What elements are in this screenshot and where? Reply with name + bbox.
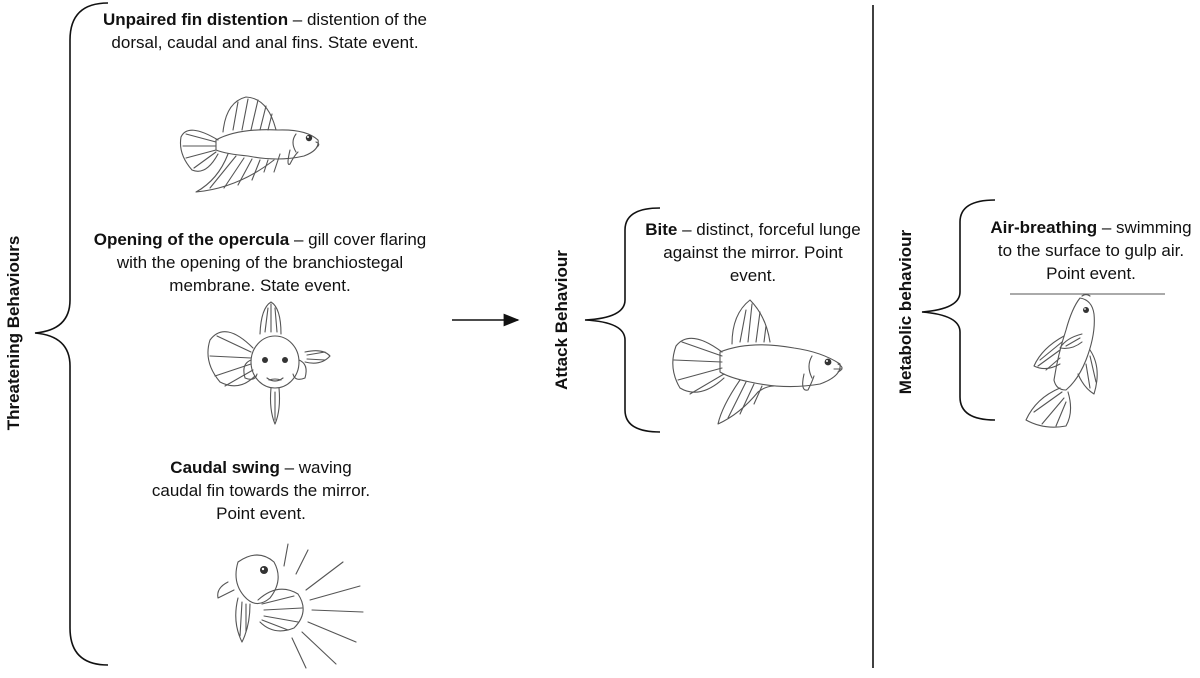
unpaired-fin-distention-description: Unpaired fin distention – distention of …	[100, 8, 430, 54]
behaviour-title: Opening of the opercula	[93, 230, 290, 249]
threatening-brace	[34, 2, 109, 666]
bite-description: Bite – distinct, forceful lunge against …	[643, 218, 863, 287]
behaviour-title: Air-breathing	[990, 218, 1098, 237]
opening-of-opercula-description: Opening of the opercula – gill cover fla…	[85, 228, 435, 297]
behaviour-text: – waving caudal fin towards the mirror. …	[151, 458, 371, 523]
behaviour-text: – distinct, forceful lunge against the m…	[663, 220, 861, 285]
metabolic-brace	[921, 199, 996, 421]
behaviour-text: – swimming to the surface to gulp air. P…	[997, 218, 1192, 283]
attack-brace	[584, 207, 661, 433]
behaviour-title: Unpaired fin distention	[102, 10, 289, 29]
fish-fin-distention-illustration	[178, 92, 326, 196]
caudal-swing-description: Caudal swing – waving caudal fin towards…	[150, 456, 372, 525]
behaviour-text: – distention of the dorsal, caudal and a…	[111, 10, 428, 52]
behaviour-text: – gill cover flaring with the opening of…	[116, 230, 427, 295]
behaviour-title: Bite	[645, 220, 678, 239]
fish-bite-illustration	[670, 296, 848, 426]
threatening-group-label: Threatening Behaviours	[4, 235, 23, 431]
attack-group-label: Attack Behaviour	[552, 250, 571, 390]
fish-caudal-swing-illustration	[198, 542, 368, 672]
metabolic-group-label: Metabolic behaviour	[896, 229, 915, 395]
fish-air-breathing-illustration	[1022, 294, 1102, 430]
behaviour-title: Caudal swing	[170, 458, 280, 477]
fish-opercula-flaring-illustration	[205, 300, 333, 426]
air-breathing-description: Air-breathing – swimming to the surface …	[985, 216, 1197, 285]
